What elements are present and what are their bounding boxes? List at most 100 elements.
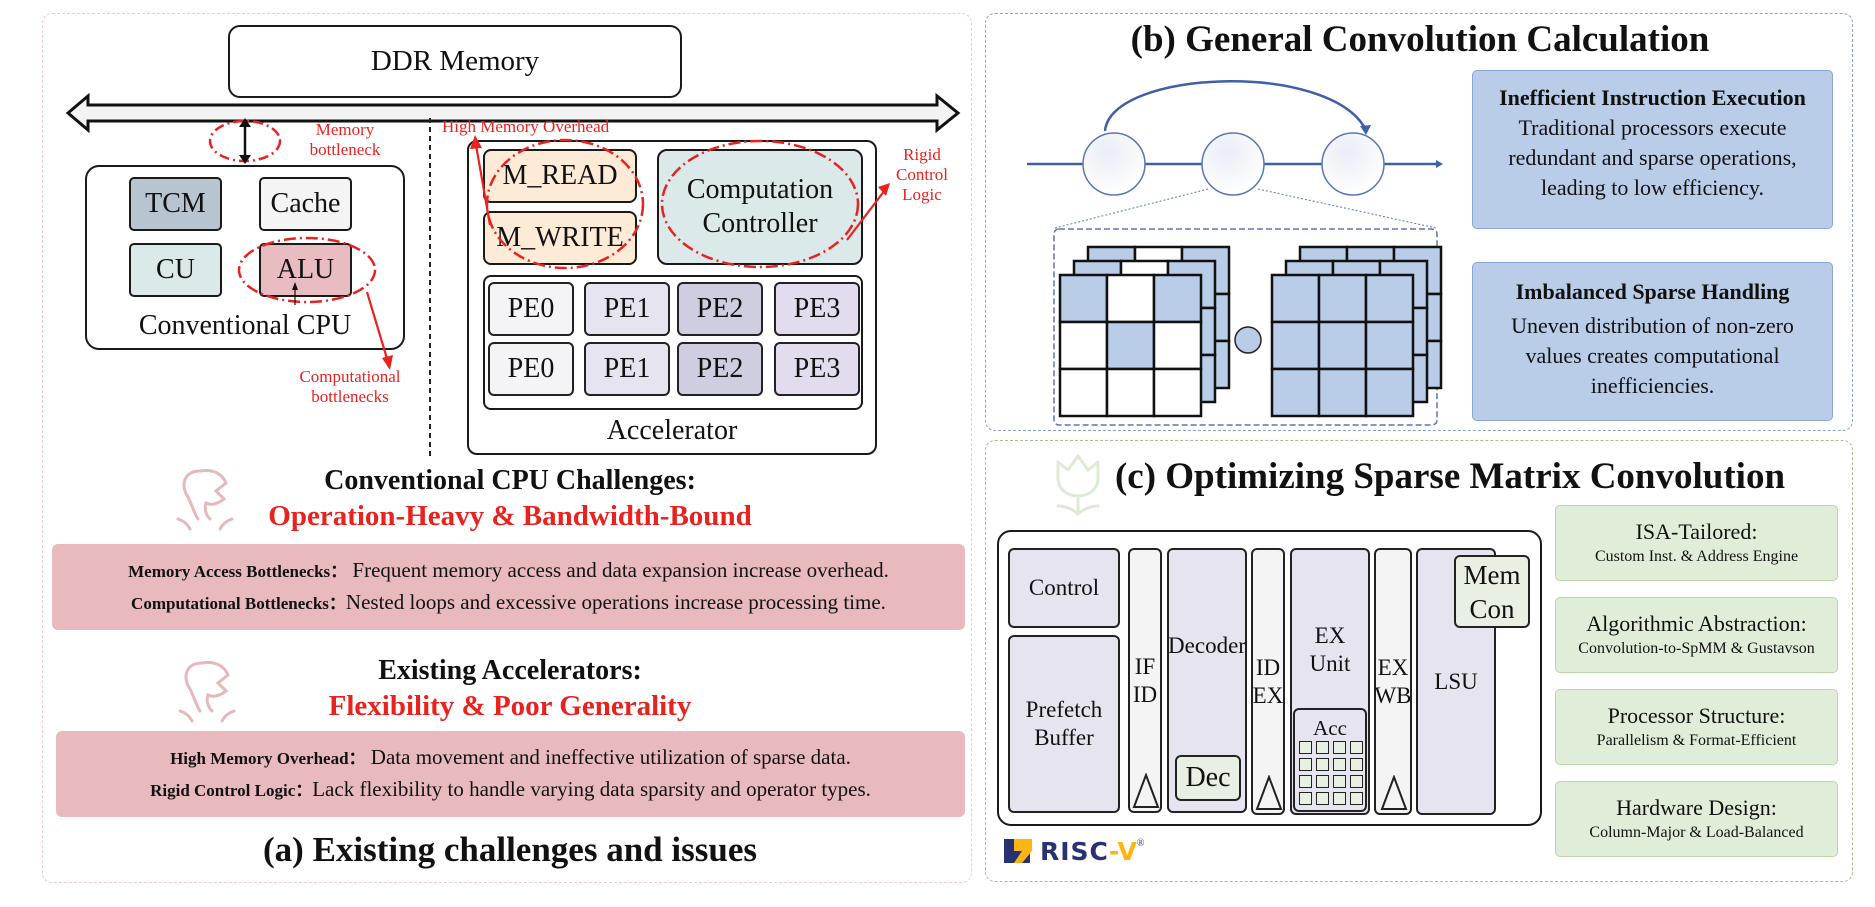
matrix-cell	[1105, 320, 1156, 371]
acc-cell	[1299, 775, 1312, 788]
pe-block: PE0	[488, 282, 574, 336]
id-ex-stage: ID EX	[1251, 548, 1285, 815]
dense-kernel-matrix	[1270, 245, 1443, 418]
acc-label: Acc	[1313, 716, 1347, 740]
acc-cell	[1316, 741, 1329, 754]
matrix-cell	[1364, 320, 1415, 371]
feature-box: ISA-Tailored: Custom Inst. & Address Eng…	[1555, 505, 1838, 581]
layer-node	[1321, 132, 1385, 196]
challenge-text: Lack flexibility to handle varying data …	[312, 777, 871, 801]
conventional-cpu-box: Conventional CPU	[85, 165, 405, 350]
matrix-cell	[1152, 273, 1203, 324]
matrix-cell	[1152, 320, 1203, 371]
computational-bottlenecks-label: Computational bottlenecks	[290, 367, 410, 407]
panel-existing-challenges	[42, 13, 972, 883]
matrix-cell	[1058, 367, 1109, 418]
control-block: Control	[1008, 548, 1120, 628]
challenge-text: Frequent memory access and data expansio…	[352, 558, 889, 582]
acc-cell	[1333, 775, 1346, 788]
riscv-logo: RISC -V ®	[1004, 836, 1204, 866]
matrix-cell	[1317, 367, 1368, 418]
flow-arrowhead	[1436, 160, 1443, 168]
id-ex-line2: EX	[1252, 682, 1284, 708]
issue-title: Inefficient Instruction Execution	[1499, 85, 1806, 110]
issue-text: leading to low efficiency.	[1541, 175, 1764, 200]
memory-bottleneck-label: Memory bottleneck	[300, 120, 390, 160]
challenge-text: Nested loops and excessive operations in…	[345, 590, 886, 614]
ex-wb-line1: EX	[1377, 654, 1409, 680]
high-memory-overhead-label: High Memory Overhead	[442, 117, 610, 136]
pe-block: PE2	[677, 342, 763, 396]
feature-title: Processor Structure:	[1607, 703, 1786, 728]
control-label: Control	[1028, 575, 1100, 600]
cache-label: Cache	[270, 188, 341, 219]
controller-line2: Controller	[702, 208, 818, 239]
panel-optimizing-sparse	[985, 440, 1853, 882]
tulip-icon	[1056, 454, 1100, 516]
accelerator-label: Accelerator	[606, 415, 738, 446]
prefetch-line2: Buffer	[1034, 725, 1094, 750]
acc-cell	[1316, 775, 1329, 788]
ex-wb-stage: EX WB	[1374, 548, 1412, 815]
head-profile-icon	[176, 469, 234, 531]
pe-block: PE1	[584, 282, 670, 336]
cpu-challenges-heading: Conventional CPU Challenges:	[324, 465, 696, 496]
issue-text: values creates computational	[1525, 343, 1780, 368]
accel-challenge-item: Rigid Control Logic：Lack flexibility to …	[56, 774, 965, 806]
m-write-label: M_WRITE	[496, 222, 624, 253]
computational-bottlenecks-line2: bottlenecks	[311, 387, 389, 406]
layer-node	[1082, 132, 1146, 196]
mem-con-line1: Mem	[1463, 559, 1521, 590]
clock-triangle-icon	[1255, 775, 1283, 810]
acc-cell	[1316, 758, 1329, 771]
rigid-line3: Logic	[902, 185, 942, 204]
issue-text: Uneven distribution of non-zero	[1511, 313, 1794, 338]
riscv-mark-icon	[1004, 839, 1032, 863]
issue-title: Imbalanced Sparse Handling	[1515, 279, 1790, 304]
challenge-text: Data movement and ineffective utilizatio…	[370, 745, 851, 769]
issue-text: inefficiencies.	[1590, 373, 1715, 398]
m-read-block: M_READ	[483, 149, 637, 203]
matrix-cell	[1270, 273, 1321, 324]
dot-product-operator	[1234, 326, 1262, 354]
acc-cell	[1350, 775, 1363, 788]
rigid-line1: Rigid	[903, 145, 941, 164]
sparse-input-matrix	[1058, 245, 1231, 418]
dec-block: Dec	[1175, 755, 1241, 801]
mem-con-inner: Mem Con	[1454, 555, 1530, 628]
acc-cell	[1299, 792, 1312, 805]
ex-wb-line2: WB	[1374, 682, 1412, 708]
acc-cell	[1333, 792, 1346, 805]
zoom-guide	[1054, 188, 1209, 229]
matrix-cell	[1364, 273, 1415, 324]
memory-bus-arrow	[65, 93, 961, 133]
issue-box-imbalance: Imbalanced Sparse Handling Uneven distri…	[1472, 262, 1833, 421]
ex-unit-line2: Unit	[1309, 651, 1351, 676]
feature-title: Algorithmic Abstraction:	[1586, 611, 1807, 636]
ex-unit-line1: EX	[1314, 623, 1346, 648]
controller-line1: Computation	[686, 174, 834, 205]
pe-block: PE0	[488, 342, 574, 396]
accel-challenges-heading: Existing Accelerators:	[378, 655, 642, 686]
panel-c-title: (c) Optimizing Sparse Matrix Convolution	[1114, 456, 1786, 497]
head-profile-icon	[178, 661, 236, 723]
dec-label: Dec	[1185, 762, 1231, 793]
layer-node	[1201, 132, 1265, 196]
pe-block: PE3	[774, 342, 860, 396]
ddr-memory-box: DDR Memory	[228, 25, 682, 98]
accel-challenges-subheading: Flexibility & Poor Generality	[328, 690, 692, 722]
pe-block: PE2	[677, 282, 763, 336]
matrix-cell	[1105, 367, 1156, 418]
feature-sub: Parallelism & Format-Efficient	[1596, 732, 1797, 749]
pe-array-box	[483, 275, 863, 410]
challenge-label: Computational Bottlenecks：	[131, 594, 346, 613]
clock-triangle-icon	[1132, 773, 1160, 808]
pe-block: PE3	[774, 282, 860, 336]
m-read-label: M_READ	[502, 160, 618, 191]
issue-box-instruction: Inefficient Instruction Execution Tradit…	[1472, 70, 1833, 229]
prefetch-line1: Prefetch	[1025, 697, 1103, 722]
feature-sub: Custom Inst. & Address Engine	[1594, 548, 1799, 565]
registered-mark: ®	[1136, 838, 1145, 849]
panel-a-caption: (a) Existing challenges and issues	[263, 830, 757, 869]
tcm-label: TCM	[145, 188, 206, 219]
